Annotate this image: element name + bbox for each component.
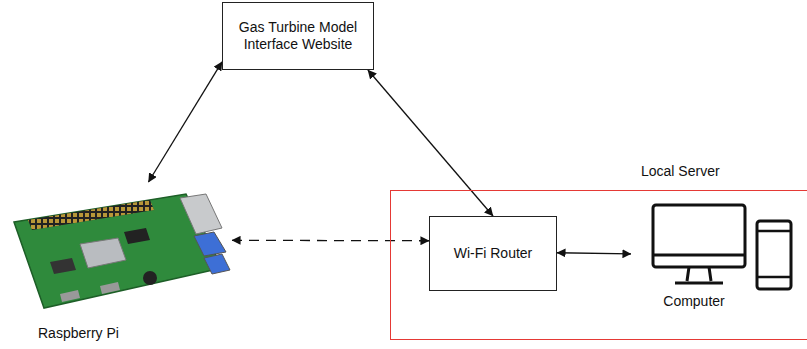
region-label: Local Server — [641, 163, 720, 180]
local-server-region: Local ServerWi-Fi RouterComputer — [390, 190, 807, 340]
connector-arrow — [368, 70, 493, 216]
node-label: Raspberry Pi — [38, 325, 119, 342]
computer-phone-icon — [631, 199, 803, 299]
node-label: Wi-Fi Router — [454, 245, 533, 262]
raspberry-pi: Raspberry Pi — [0, 182, 232, 344]
computer-icon: Computer — [631, 199, 803, 321]
node-label: Computer — [631, 293, 757, 310]
raspberry-pi-board — [0, 182, 232, 317]
node-label: Gas Turbine Model Interface Website — [231, 19, 365, 53]
connector-arrow — [232, 240, 429, 242]
connector-arrow — [557, 253, 631, 254]
router-box: Wi-Fi Router — [429, 216, 557, 291]
website-box: Gas Turbine Model Interface Website — [222, 2, 374, 70]
connector-arrow — [148, 62, 222, 182]
